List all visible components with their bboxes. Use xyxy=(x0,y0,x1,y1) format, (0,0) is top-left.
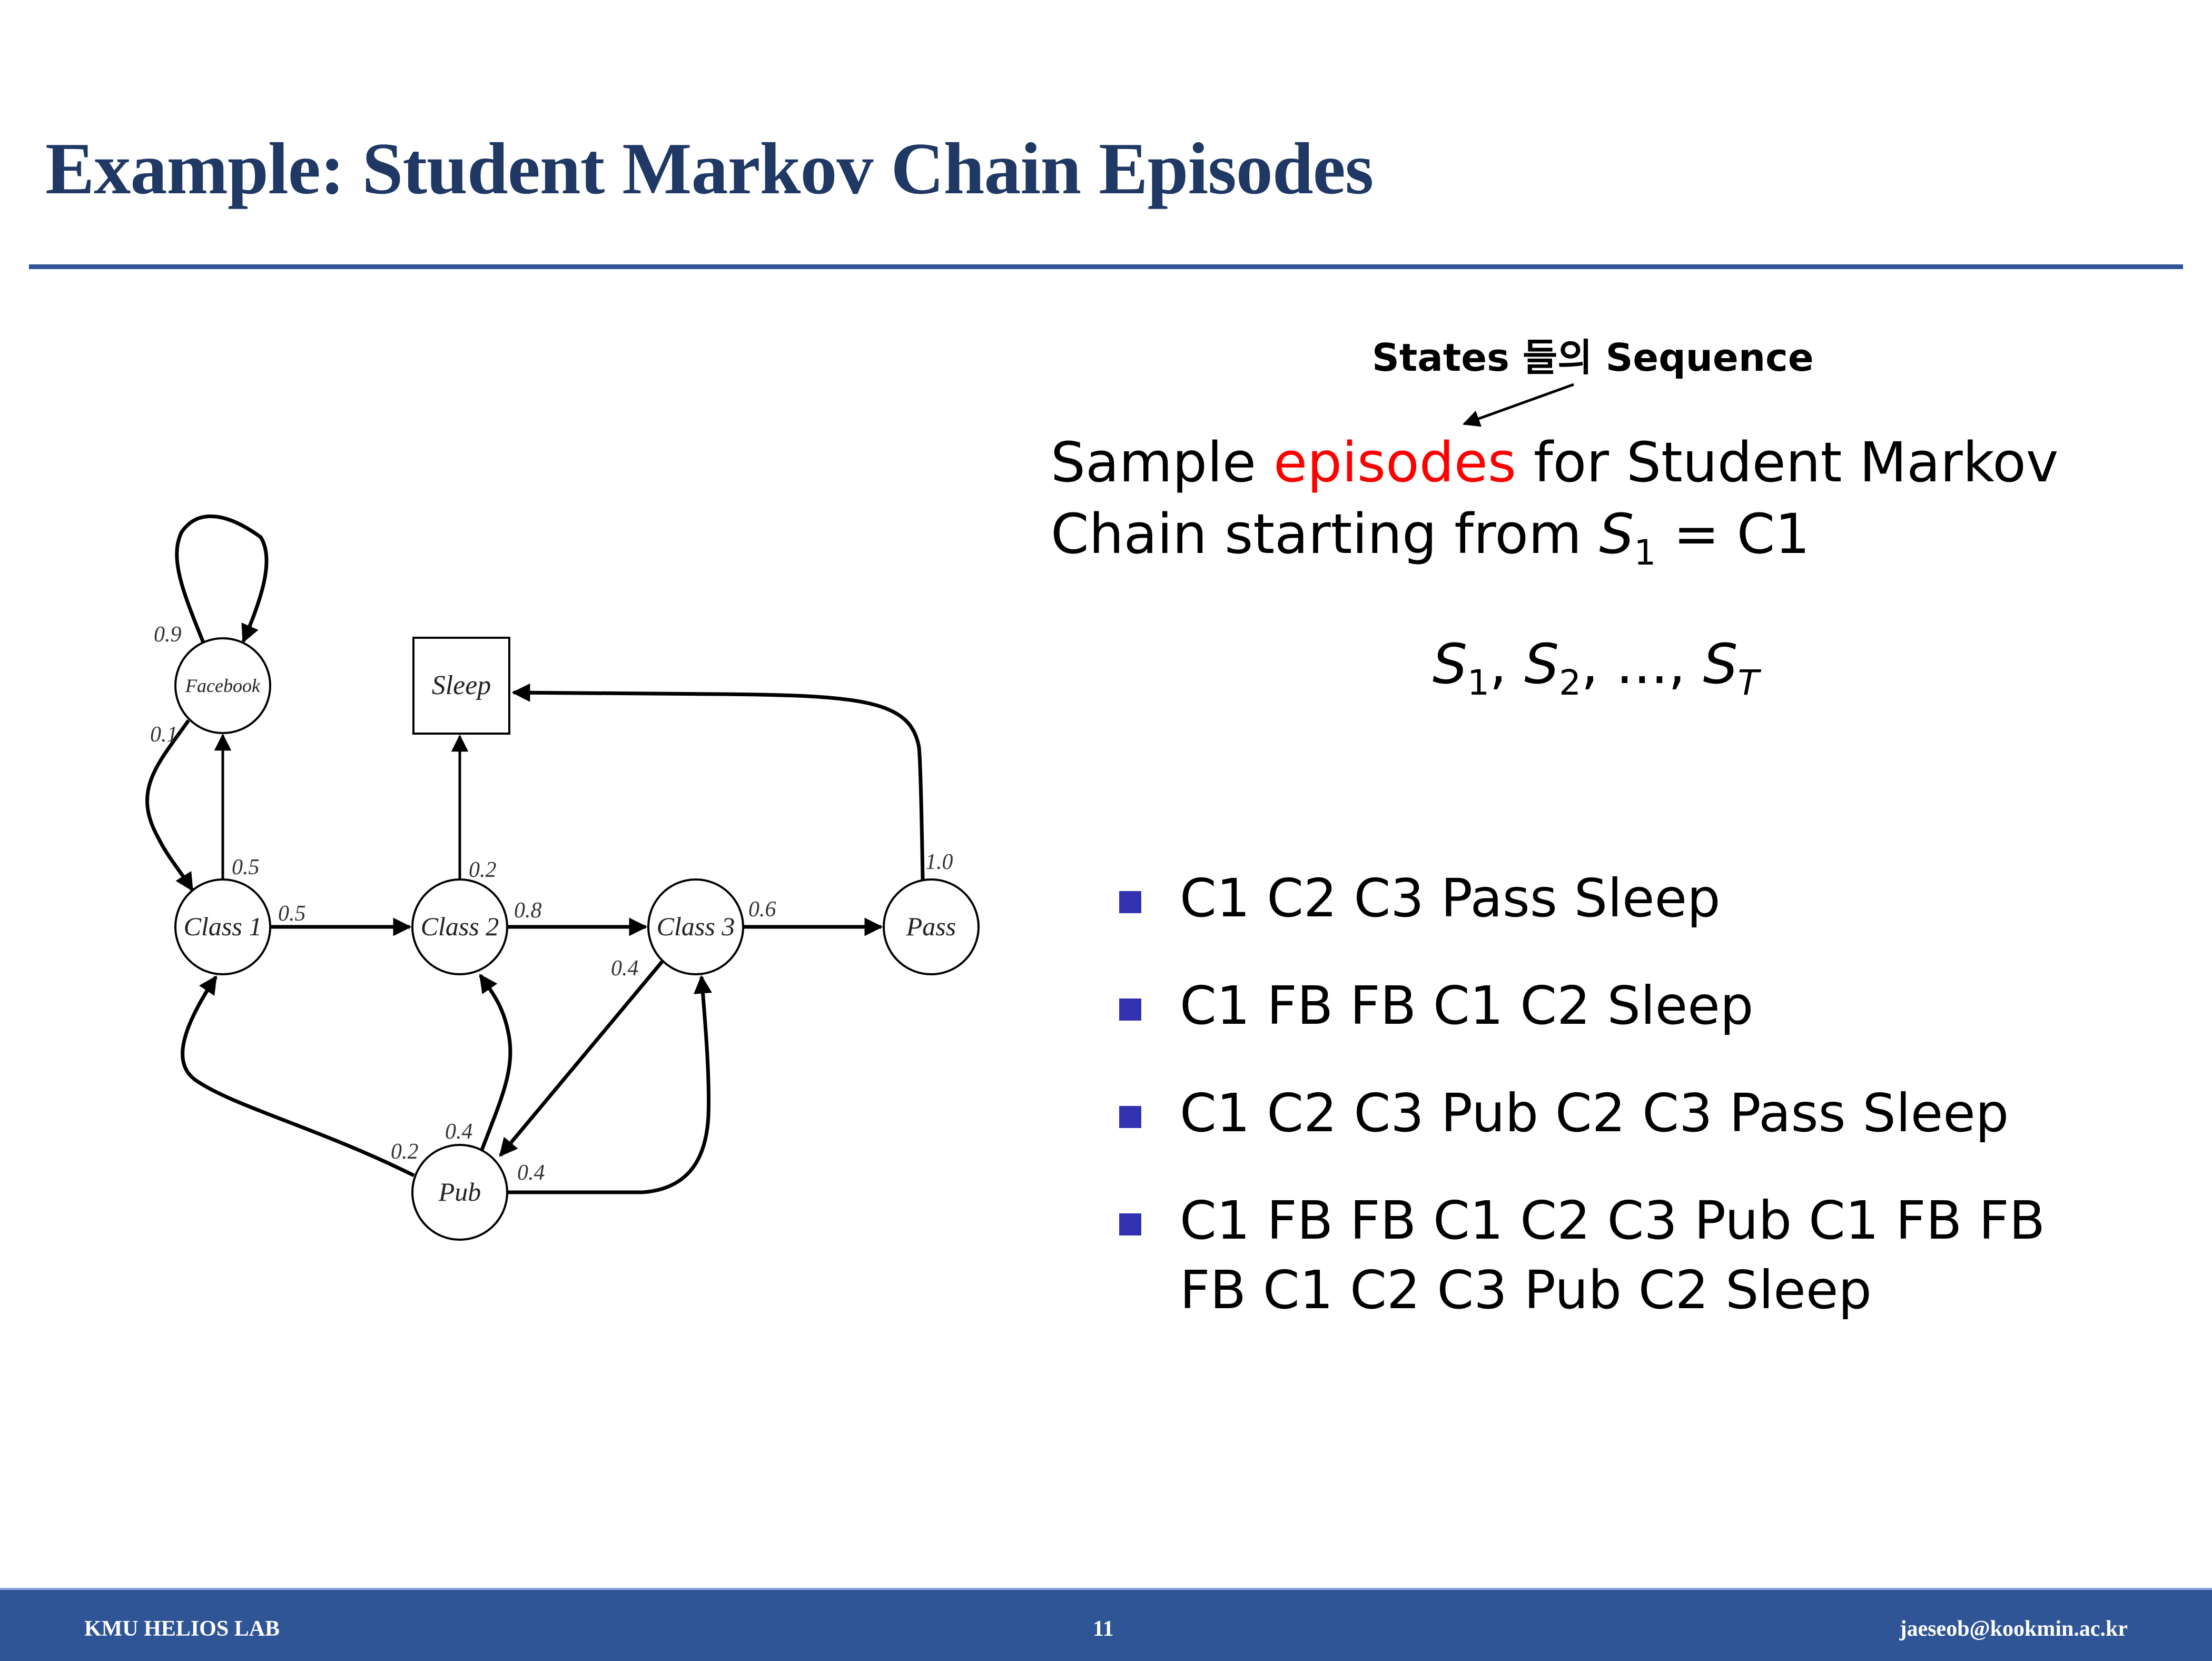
node-label-facebook: Facebook xyxy=(185,675,261,696)
slide-footer: KMU HELIOS LAB 11 jaeseob@kookmin.ac.kr xyxy=(0,1588,2212,1661)
edge-label-class1-class2: 0.5 xyxy=(278,902,306,926)
node-label-class1: Class 1 xyxy=(184,912,262,941)
episode-text: C1 C2 C3 Pub C2 C3 Pass Sleep xyxy=(1180,1082,2009,1144)
edge-label-class2-class3: 0.8 xyxy=(514,898,542,923)
annotation-pointer-arrow xyxy=(1462,383,1574,427)
episode-text: C1 C2 C3 Pass Sleep xyxy=(1180,867,1721,929)
slide-title: Example: Student Markov Chain Episodes xyxy=(45,128,1374,210)
edge-label-facebook-facebook: 0.9 xyxy=(154,622,182,647)
sequence-formula: S1, S2, ..., ST xyxy=(1433,632,1759,703)
formula-sub-1: 1 xyxy=(1467,662,1490,703)
formula-sub-t: T xyxy=(1737,662,1759,703)
edge-label-pass-sleep: 1.0 xyxy=(925,850,953,874)
edge-label-facebook-class1: 0.1 xyxy=(150,723,178,747)
node-label-pass: Pass xyxy=(906,912,956,941)
formula-s2-var: S xyxy=(1524,632,1559,696)
edge-label-class1-facebook: 0.5 xyxy=(232,855,260,879)
node-facebook xyxy=(174,637,271,734)
math-var-s: S xyxy=(1599,502,1634,566)
intro-line-2: Chain starting from S1 = C1 xyxy=(1051,498,2058,589)
node-label-class3: Class 3 xyxy=(657,912,735,941)
footer-lab-name: KMU HELIOS LAB xyxy=(84,1617,280,1641)
edge-label-class2-sleep: 0.2 xyxy=(469,858,497,882)
intro-text: Sample episodes for Student Markov Chain… xyxy=(1051,427,2058,589)
node-label-pub: Pub xyxy=(438,1177,481,1207)
edge-facebook-class1 xyxy=(145,719,194,892)
math-equals-c1: = C1 xyxy=(1656,502,1810,566)
formula-s1-var: S xyxy=(1433,632,1468,696)
intro-text-suffix: for Student Markov xyxy=(1516,430,2059,495)
episode-item: C1 FB FB C1 C2 Sleep xyxy=(1119,971,2120,1041)
edge-pub-class1 xyxy=(181,975,415,1178)
episode-item: C1 C2 C3 Pass Sleep xyxy=(1119,864,2120,933)
node-class3 xyxy=(647,878,744,975)
node-label-sleep: Sleep xyxy=(432,670,491,700)
formula-sub-2: 2 xyxy=(1559,662,1582,703)
intro-text-prefix: Sample xyxy=(1051,430,1274,495)
episode-text: C1 FB FB C1 C2 Sleep xyxy=(1180,975,1754,1036)
node-pass xyxy=(883,878,980,975)
math-sub-1: 1 xyxy=(1634,532,1656,573)
episode-item: C1 C2 C3 Pub C2 C3 Pass Sleep xyxy=(1119,1079,2120,1148)
square-bullet-icon xyxy=(1119,998,1141,1021)
edge-class3-pub xyxy=(499,960,664,1157)
node-sleep xyxy=(412,637,510,735)
square-bullet-icon xyxy=(1119,1106,1141,1128)
edge-pub-class2 xyxy=(479,974,512,1152)
footer-email: jaeseob@kookmin.ac.kr xyxy=(1899,1617,2128,1641)
intro-line2-text: Chain starting from xyxy=(1051,502,1599,566)
edge-label-pub-class2: 0.4 xyxy=(445,1120,473,1144)
edge-label-class3-pass: 0.6 xyxy=(748,897,776,922)
edge-label-class3-pub: 0.4 xyxy=(611,956,639,981)
edge-pub-class3 xyxy=(507,975,712,1194)
formula-sep: , xyxy=(1489,632,1525,696)
edge-facebook-facebook xyxy=(175,514,269,644)
title-divider xyxy=(29,264,2183,269)
node-class1 xyxy=(174,878,271,975)
formula-ellipsis: ... xyxy=(1616,632,1668,696)
formula-sep: , xyxy=(1668,632,1703,696)
episodes-highlight: episodes xyxy=(1273,430,1516,495)
episode-text: C1 FB FB C1 C2 C3 Pub C1 FB FB FB C1 C2 … xyxy=(1180,1190,2046,1321)
square-bullet-icon xyxy=(1119,1213,1141,1235)
edge-pass-sleep xyxy=(511,683,925,880)
node-class2 xyxy=(411,878,508,975)
episode-item: C1 FB FB C1 C2 C3 Pub C1 FB FB FB C1 C2 … xyxy=(1119,1186,2120,1325)
intro-line-1: Sample episodes for Student Markov xyxy=(1051,427,2058,498)
footer-page-number: 11 xyxy=(1093,1617,1114,1641)
formula-sep: , xyxy=(1581,632,1616,696)
states-sequence-annotation: States 들의 Sequence xyxy=(1372,335,1814,380)
edge-label-pub-class1: 0.2 xyxy=(391,1140,419,1164)
formula-st-var: S xyxy=(1703,632,1738,696)
episode-list: C1 C2 C3 Pass Sleep C1 FB FB C1 C2 Sleep… xyxy=(1119,864,2120,1363)
edge-label-pub-class3: 0.4 xyxy=(517,1161,545,1185)
node-pub xyxy=(411,1144,508,1241)
node-label-class2: Class 2 xyxy=(421,912,499,941)
square-bullet-icon xyxy=(1119,891,1141,913)
